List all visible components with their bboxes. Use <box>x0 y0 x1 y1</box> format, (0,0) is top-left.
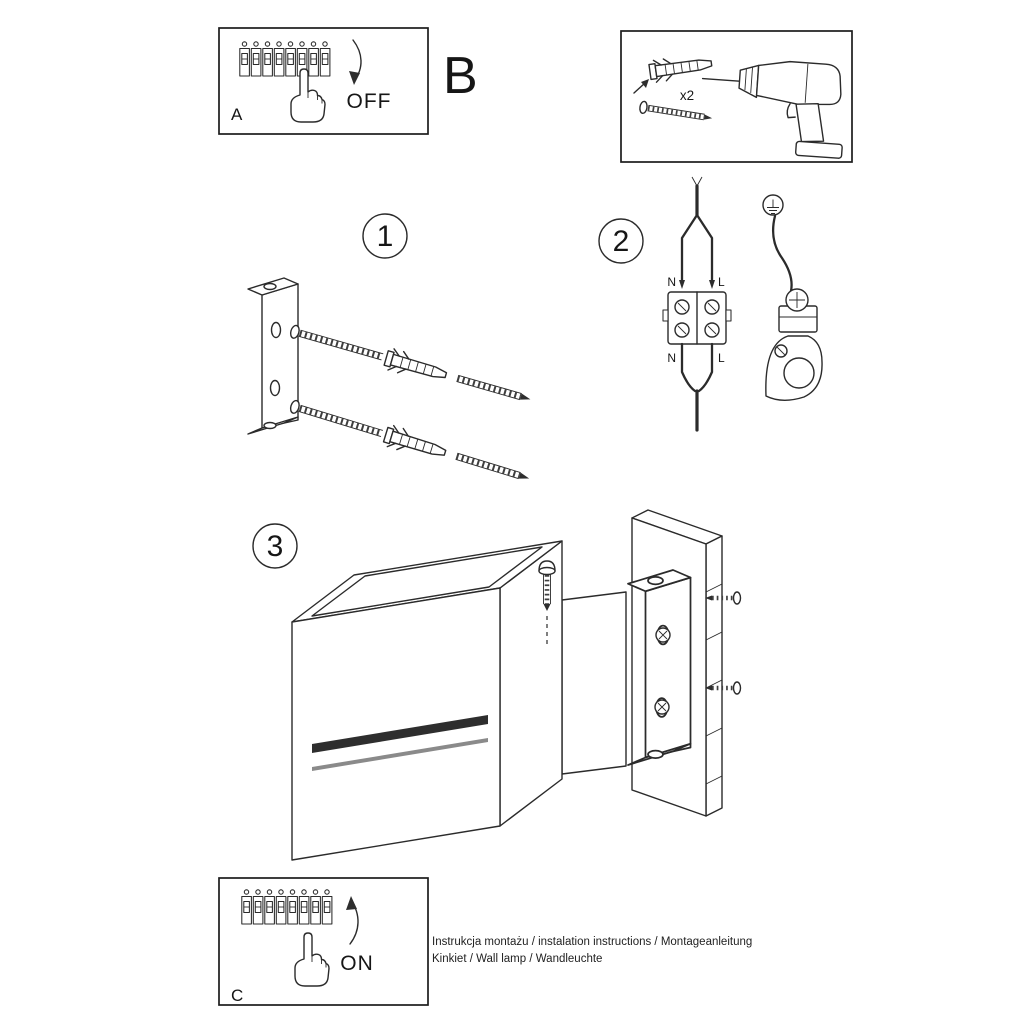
live-label-top: L <box>718 275 725 289</box>
lamp-top-inset <box>311 546 543 617</box>
flip-up-arrowhead <box>346 896 357 910</box>
step-1-number: 1 <box>377 220 394 253</box>
flip-down-arrowhead <box>349 71 360 85</box>
neutral-label-top: N <box>667 275 676 289</box>
insert-arrowhead <box>641 79 649 88</box>
cable-grommet <box>765 335 823 401</box>
off-label: OFF <box>347 90 392 113</box>
ground-wire <box>772 214 793 293</box>
ground-symbol-icon <box>762 194 784 216</box>
wall-screw-upper <box>705 591 742 605</box>
mains-cable <box>679 176 715 289</box>
panel-a-letter: A <box>231 105 243 124</box>
step-1-badge <box>362 213 408 259</box>
footer-line-2: Kinkiet / Wall lamp / Wandleuchte <box>432 953 602 965</box>
panel-b-letter: B <box>443 47 478 105</box>
tools-box-border <box>620 30 853 163</box>
panel-b-tools: B x2 <box>443 30 853 163</box>
on-label: ON <box>340 952 374 975</box>
bracket-screw-head-lower <box>654 699 670 715</box>
bracket-screw-head-upper <box>655 627 671 643</box>
panel-c-border <box>218 877 429 1006</box>
drill-icon <box>701 60 843 159</box>
step-2-badge <box>598 218 644 264</box>
neutral-label-bottom: N <box>667 351 676 365</box>
lamp-cube <box>291 540 563 861</box>
wire-arrowhead-left <box>679 280 685 289</box>
footer: Instrukcja montażu / instalation instruc… <box>432 936 752 965</box>
live-label-bottom: L <box>718 351 725 365</box>
wall-screw-lower <box>705 681 742 695</box>
panel-a-power-off: OFF A <box>218 27 429 135</box>
panel-a-border <box>218 27 429 135</box>
footer-line-1: Instrukcja montażu / instalation instruc… <box>432 936 752 948</box>
step-3-number: 3 <box>267 530 284 563</box>
terminal-block <box>662 291 732 345</box>
wire-arrowhead-right <box>709 280 715 289</box>
lamp-back-plate <box>561 591 627 775</box>
lamp-light-slot-lower <box>312 738 488 771</box>
lamp-light-slot-upper <box>312 715 488 753</box>
lamp-cable <box>680 342 714 432</box>
step-3-badge <box>252 523 298 569</box>
step-2-wiring: 2 N L N L <box>598 176 823 432</box>
panel-c-letter: C <box>231 986 243 1005</box>
insert-arrow-icon <box>633 82 646 94</box>
ground-terminal <box>778 288 818 333</box>
fixing-screw <box>538 560 556 648</box>
step-3-hanging: 3 <box>252 509 742 861</box>
anchor-quantity-label: x2 <box>680 88 694 103</box>
step-1-mounting: 1 <box>247 213 533 489</box>
step-2-number: 2 <box>613 225 630 258</box>
panel-c-power-on: ON C <box>218 877 429 1006</box>
